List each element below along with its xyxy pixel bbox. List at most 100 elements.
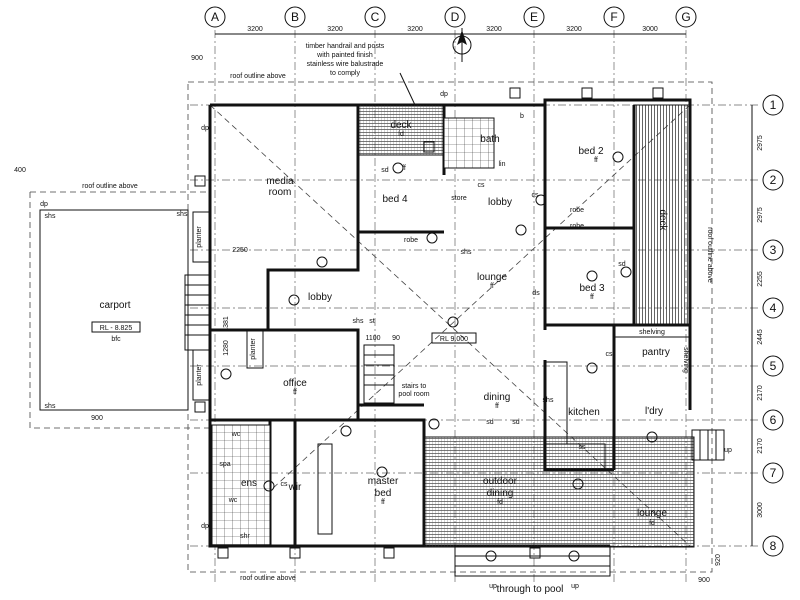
- robe-3-label: robe: [570, 223, 584, 230]
- tag-shs: shs: [45, 403, 56, 410]
- spa-label: spa: [219, 461, 230, 468]
- shelving-top: [613, 324, 691, 338]
- lobby-label: lobby: [308, 292, 332, 303]
- grid-label-b: B: [291, 10, 299, 24]
- lobby-upper-label: lobby: [488, 197, 512, 208]
- tag-b: b: [520, 113, 524, 120]
- tag-fd: fd: [497, 499, 503, 506]
- grid-bubble-6: [762, 409, 784, 431]
- bath-tiles: [443, 117, 495, 169]
- dim-4-5: 2445: [757, 329, 764, 345]
- grid-bubble-c: [364, 6, 386, 28]
- ensuite-tiles: [211, 424, 271, 546]
- tag-dp: dp: [440, 91, 448, 98]
- room-labels: media room bed 4 bath lobby bed 2 lounge…: [219, 134, 670, 540]
- dining-label: dining: [484, 392, 511, 403]
- grid-bubble-3: [762, 239, 784, 261]
- grid-label-c: C: [371, 10, 380, 24]
- master-bed-label-1: master: [368, 476, 399, 487]
- stairs-note-1: stairs to: [402, 383, 427, 390]
- tag-cs: cs: [281, 481, 289, 488]
- grid-label-1: 1: [770, 98, 777, 112]
- dim-920: 920: [715, 554, 722, 566]
- lounge-label: lounge: [477, 272, 507, 283]
- tag-lin: lin: [498, 161, 505, 168]
- level-box: [431, 332, 477, 344]
- grid-label-3: 3: [770, 243, 777, 257]
- handrail-note-line-3: stainless wire balustrade: [307, 61, 384, 68]
- row-dimensions: 2975 2975 2255 2445 2170 2170 3000: [751, 105, 764, 546]
- dim-a-b: 3200: [247, 26, 263, 33]
- tag-cs: cs: [478, 182, 486, 189]
- tag-shs: shs: [543, 397, 554, 404]
- tag-ds: ds: [532, 290, 540, 297]
- tag-sd: sd: [618, 261, 626, 268]
- grid-label-4: 4: [770, 301, 777, 315]
- tag-fd: fd: [649, 520, 655, 527]
- handrail-note-line-4: to comply: [330, 70, 360, 77]
- tag-shs: shs: [177, 211, 188, 218]
- dim-2-3: 2975: [757, 207, 764, 223]
- tag-cs: cs: [532, 192, 540, 199]
- dim-b-c: 3200: [327, 26, 343, 33]
- grid-bubble-g: [675, 6, 697, 28]
- planter-1: [192, 211, 210, 263]
- grid-bubble-4: [762, 297, 784, 319]
- annotation-tags: ff ff ff ff ff ff ff fd fd fd dp dp dp d…: [40, 91, 732, 590]
- carport-area: carport RL - 8.825 bfc: [39, 209, 189, 411]
- tag-up: up: [724, 447, 732, 454]
- dim-3-4: 2255: [757, 271, 764, 287]
- robe-master: [317, 443, 333, 535]
- bed3-label: bed 3: [579, 283, 604, 294]
- dim-90: 90: [392, 335, 400, 342]
- roof-outline-label-right: roof outline above: [706, 227, 713, 283]
- grid-label-2: 2: [770, 173, 777, 187]
- dim-1-2: 2975: [757, 135, 764, 151]
- tag-st: st: [369, 318, 375, 325]
- dim-900-left: 900: [91, 415, 103, 422]
- robe-2-label: robe: [570, 207, 584, 214]
- tag-ff: ff: [402, 165, 406, 172]
- grid-bubble-7: [762, 462, 784, 484]
- dim-1100: 1100: [365, 335, 380, 342]
- stairs-note-2: pool room: [398, 391, 429, 398]
- dim-400: 400: [14, 167, 26, 174]
- grid-bubble-b: [284, 6, 306, 28]
- dim-1381: 1381: [223, 316, 230, 332]
- outdoor-lounge-label: lounge: [637, 508, 667, 519]
- grid-label-7: 7: [770, 466, 777, 480]
- master-bed-label-2: bed: [375, 488, 392, 499]
- bed4-label: bed 4: [382, 194, 407, 205]
- outdoor-dining-label-2: dining: [487, 488, 514, 499]
- stairs: stairs to pool room through to pool: [184, 274, 725, 595]
- laundry-label: l'dry: [645, 406, 663, 417]
- grid-label-a: A: [211, 10, 219, 24]
- dim-1280: 1280: [223, 340, 230, 356]
- tag-ff: ff: [293, 389, 297, 396]
- grid-label-6: 6: [770, 413, 777, 427]
- dim-e-f: 3200: [566, 26, 582, 33]
- outdoor-dining-deck: [423, 436, 695, 548]
- tag-wc: wc: [228, 497, 238, 504]
- roof-outline-label-left: roof outline above: [82, 183, 138, 190]
- tag-fd: fd: [398, 131, 404, 138]
- dim-2250: 2250: [232, 247, 248, 254]
- deck-right-label: deck: [657, 209, 668, 231]
- tag-dp: dp: [201, 523, 209, 530]
- tag-ff: ff: [490, 283, 494, 290]
- tag-cs: cs: [606, 351, 614, 358]
- tag-up: up: [571, 583, 579, 590]
- tag-ff: ff: [594, 157, 598, 164]
- planter-3: [246, 329, 264, 369]
- grid-bubble-a: [204, 6, 226, 28]
- grid-label-d: D: [451, 10, 460, 24]
- grid-bubble-d: [444, 6, 466, 28]
- handrail-note-line-1: timber handrail and posts: [306, 43, 385, 50]
- tag-ss: ss: [579, 444, 587, 451]
- roof-outline-label-top: roof outline above: [230, 73, 286, 80]
- roof-outline-label-bottom: roof outline above: [240, 575, 296, 582]
- tag-shs: shs: [461, 249, 472, 256]
- planter-2: [192, 349, 210, 401]
- wir-label: wir: [288, 482, 302, 493]
